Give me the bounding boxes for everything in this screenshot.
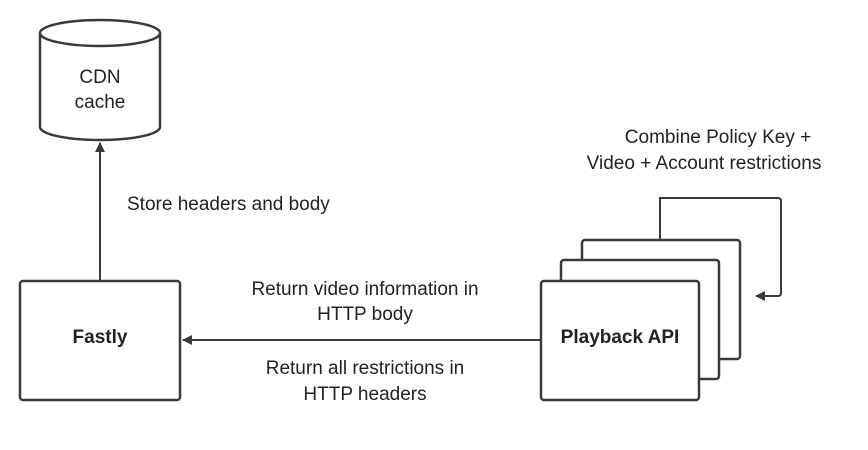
combine-label-line1: Combine Policy Key +: [625, 127, 811, 148]
fastly-node: Fastly: [18, 279, 182, 402]
cdn-cache-node: CDN cache: [38, 18, 162, 142]
playback-api-node: Playback API: [539, 238, 742, 402]
return-headers-label-line1: Return all restrictions in: [266, 358, 465, 379]
store-label: Store headers and body: [127, 194, 330, 215]
return-body-label-line2: HTTP body: [317, 304, 413, 325]
playback-api-label: Playback API: [561, 327, 680, 348]
playback-api-stack-front: [539, 279, 701, 402]
return-headers-label-line2: HTTP headers: [303, 384, 426, 405]
combine-loop-arrow: [659, 197, 782, 301]
cdn-cache-label-line1: CDN: [79, 67, 120, 88]
return-body-label-line1: Return video information in: [251, 279, 478, 300]
fastly-label: Fastly: [73, 327, 128, 348]
combine-label-line2: Video + Account restrictions: [587, 153, 822, 174]
cdn-cache-label-line2: cache: [75, 92, 126, 113]
